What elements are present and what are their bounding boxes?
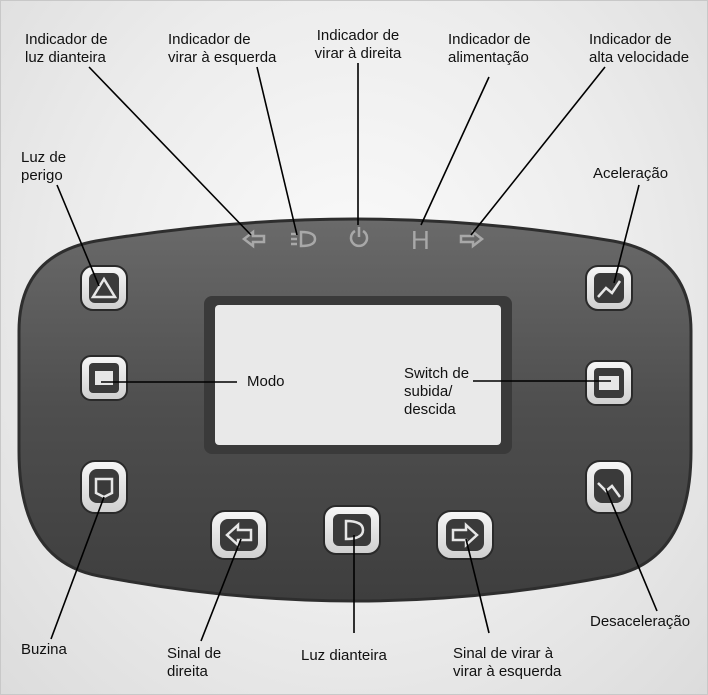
right-signal-button[interactable] <box>210 510 268 560</box>
leader-front-light-indicator <box>88 66 252 236</box>
label-left-turn-signal: Sinal de virar à virar à esquerda <box>453 645 562 680</box>
label-front-light: Luz dianteira <box>301 647 387 664</box>
deceleration-button[interactable] <box>585 460 633 514</box>
leader-hazard-light <box>56 184 100 287</box>
acceleration-icon <box>597 280 622 298</box>
leader-left-turn-signal <box>465 538 490 634</box>
leader-deceleration <box>605 488 658 612</box>
leader-right-signal <box>200 538 242 642</box>
leader-horn <box>50 496 105 640</box>
leader-acceleration <box>613 184 640 284</box>
leader-left-turn-indicator <box>256 66 298 236</box>
front-light-button[interactable] <box>323 505 381 555</box>
label-right-turn-indicator: Indicador de virar à direita <box>314 27 402 62</box>
headlight-icon <box>344 519 365 541</box>
right-arrow-icon <box>451 522 479 548</box>
left-arrow-indicator-icon <box>241 229 266 249</box>
mode-icon <box>95 371 113 385</box>
mode-button[interactable] <box>80 355 128 401</box>
horn-icon <box>94 477 114 499</box>
deceleration-icon <box>597 482 622 498</box>
label-right-signal: Sinal de direita <box>167 645 222 680</box>
hazard-triangle-icon <box>90 276 118 299</box>
label-high-speed-indicator: Indicador de alta velocidade <box>589 31 690 66</box>
up-down-switch-button[interactable] <box>585 360 633 406</box>
up-down-icon <box>599 376 619 390</box>
lcd-screen <box>215 305 501 445</box>
label-deceleration: Desaceleração <box>590 613 691 630</box>
high-speed-letter: H <box>411 225 430 255</box>
power-indicator-icon <box>349 227 369 248</box>
label-mode: Modo <box>247 373 285 390</box>
hazard-light-button[interactable] <box>80 265 128 311</box>
label-front-light-indicator: Indicador de luz dianteira <box>25 31 108 66</box>
label-power-indicator: Indicador de alimentação <box>448 31 531 66</box>
label-acceleration: Aceleração <box>593 165 669 182</box>
leader-power-indicator <box>420 76 490 226</box>
label-hazard-light: Luz de perigo <box>21 149 67 184</box>
horn-button[interactable] <box>80 460 128 514</box>
acceleration-button[interactable] <box>585 265 633 311</box>
leader-high-speed-indicator <box>470 66 606 236</box>
left-arrow-icon <box>225 522 253 548</box>
left-turn-signal-button[interactable] <box>436 510 494 560</box>
label-up-down-switch: Switch de subida/ descida <box>404 365 470 418</box>
label-left-turn-indicator: Indicador de virar à esquerda <box>168 31 277 66</box>
label-horn: Buzina <box>21 641 67 658</box>
